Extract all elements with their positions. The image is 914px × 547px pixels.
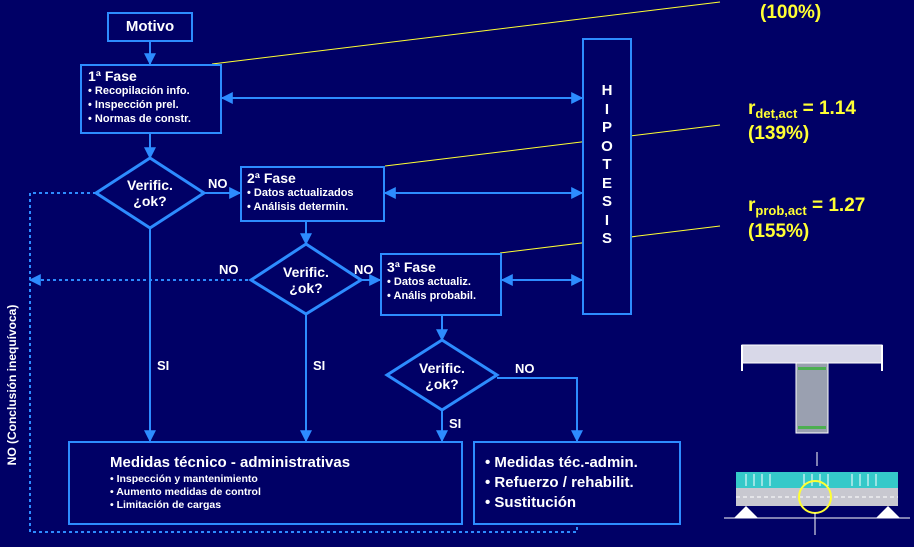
fase1-item: • Recopilación info.	[88, 85, 190, 97]
verific-label: Verific.	[127, 177, 173, 193]
medidas-tecnico-item: • Inspección y mantenimiento	[110, 473, 258, 485]
verific-question: ¿ok?	[133, 193, 167, 209]
ratio-det-subscript: det,act	[755, 106, 798, 121]
hipotesis-letter: S	[601, 230, 612, 247]
t-beam-section-icon	[741, 344, 883, 434]
si-label-3: SI	[449, 416, 462, 431]
verific-question: ¿ok?	[425, 376, 459, 392]
side-label-conclusion: NO (Conclusión inequívoca)	[5, 304, 19, 466]
ratio-prob-percent: (155%)	[748, 221, 810, 242]
si-label-2: SI	[313, 358, 326, 373]
verific-decision-2[interactable]: Verific. ¿ok?	[267, 264, 345, 296]
ratio-det-value: = 1.14	[797, 98, 856, 119]
si-label-1: SI	[157, 358, 170, 373]
medidas-refuerzo-item: • Sustitución	[485, 494, 577, 511]
verific-decision-1[interactable]: Verific. ¿ok?	[111, 177, 189, 209]
no-label-3: NO	[354, 262, 374, 277]
medidas-refuerzo-item: • Medidas téc.-admin.	[485, 454, 638, 471]
ratio-prob-value: = 1.27	[806, 195, 866, 216]
hipotesis-letter: O	[601, 137, 613, 155]
medidas-tecnico-item: • Aumento medidas de control	[110, 486, 261, 498]
medidas-refuerzo-item: • Refuerzo / rehabilit.	[485, 474, 634, 491]
verific-label: Verific.	[419, 360, 465, 376]
ratio-det-symbol: r	[748, 98, 756, 119]
hipotesis-letter: I	[604, 100, 610, 118]
fase3-item: • Datos actualiz.	[387, 276, 471, 288]
fase1-item: • Normas de constr.	[88, 113, 191, 125]
motivo-box[interactable]: Motivo	[107, 12, 193, 42]
medidas-tecnico-title: Medidas técnico - administrativas	[110, 454, 351, 471]
hipotesis-letter: P	[601, 119, 612, 136]
ratio-base-percent: (100%)	[760, 2, 822, 23]
medidas-tecnico-box[interactable]: Medidas técnico - administrativas • Insp…	[68, 441, 463, 525]
fase2-item: • Análisis determin.	[247, 201, 349, 213]
verific-question: ¿ok?	[289, 280, 323, 296]
hipotesis-letter: H	[601, 82, 613, 99]
medidas-refuerzo-box[interactable]: • Medidas téc.-admin. • Refuerzo / rehab…	[473, 441, 681, 525]
fase1-item: • Inspección prel.	[88, 99, 179, 111]
hipotesis-box[interactable]: H I P O T E S I S	[582, 38, 632, 315]
ratio-det-percent: (139%)	[748, 123, 810, 144]
loaded-beam-icon	[724, 452, 910, 535]
verific-decision-3[interactable]: Verific. ¿ok?	[403, 360, 481, 392]
no-label-1: NO	[208, 176, 228, 191]
fase3-box[interactable]: 3ª Fase • Datos actualiz. • Anális proba…	[380, 253, 502, 316]
no-label-4: NO	[515, 361, 535, 376]
hipotesis-letter: T	[602, 156, 612, 173]
fase3-item: • Anális probabil.	[387, 290, 477, 302]
ratio-det: rdet,act = 1.14	[748, 99, 856, 124]
fase2-title: 2ª Fase	[247, 170, 296, 186]
hipotesis-letter: I	[604, 211, 610, 229]
ratio-prob-subscript: prob,act	[755, 203, 807, 218]
no-label-2: NO	[219, 262, 239, 277]
hipotesis-letter: E	[601, 174, 612, 192]
fase1-box[interactable]: 1ª Fase • Recopilación info. • Inspecció…	[80, 64, 222, 134]
fase3-title: 3ª Fase	[387, 259, 436, 275]
ratio-prob-symbol: r	[748, 195, 756, 216]
fase2-box[interactable]: 2ª Fase • Datos actualizados • Análisis …	[240, 166, 385, 222]
medidas-tecnico-item: • Limitación de cargas	[110, 499, 222, 511]
fase1-title: 1ª Fase	[88, 68, 137, 84]
fase2-item: • Datos actualizados	[247, 187, 354, 199]
ratio-prob: rprob,act = 1.27	[748, 196, 865, 221]
verific-label: Verific.	[283, 264, 329, 280]
hipotesis-letter: S	[601, 193, 612, 210]
